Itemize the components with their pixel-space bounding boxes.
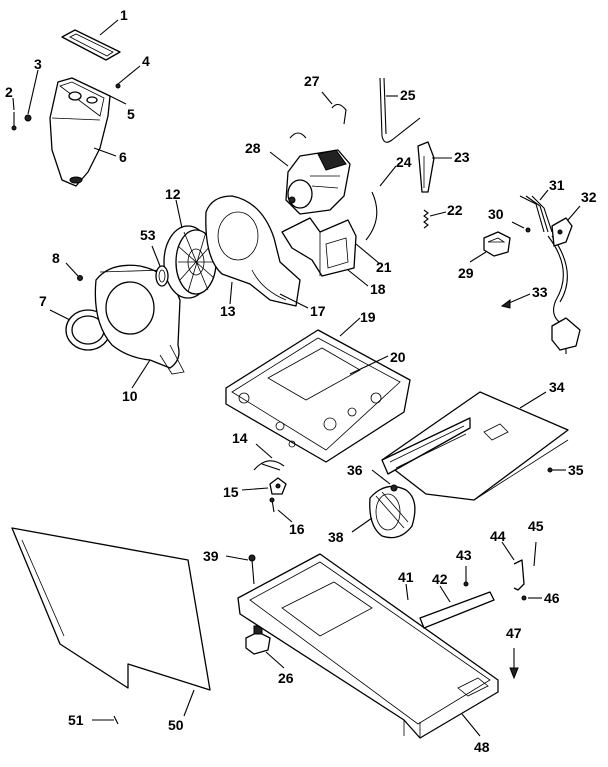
label-31: 31 <box>549 177 565 193</box>
label-6: 6 <box>119 149 127 165</box>
part-27-clip <box>331 103 347 125</box>
label-38: 38 <box>328 529 344 545</box>
part-34-access-panel <box>381 391 569 501</box>
label-32: 32 <box>581 189 597 205</box>
label-21: 21 <box>376 259 392 275</box>
label-36: 36 <box>347 462 363 478</box>
label-33: 33 <box>532 284 548 300</box>
part-48-base-frame <box>237 553 499 739</box>
label-23: 23 <box>454 149 470 165</box>
label-27: 27 <box>304 73 320 89</box>
part-39-screw <box>248 554 256 585</box>
part-2-screw <box>11 112 17 131</box>
label-30: 30 <box>488 206 504 222</box>
label-12: 12 <box>165 186 181 202</box>
label-15: 15 <box>223 484 239 500</box>
part-36-bearing <box>390 484 398 492</box>
part-22-spring <box>423 209 429 229</box>
label-50: 50 <box>168 717 184 733</box>
part-labels: 1 2 3 4 5 6 7 8 10 12 13 14 15 16 17 18 … <box>5 7 597 755</box>
label-22: 22 <box>447 202 463 218</box>
label-43: 43 <box>456 547 472 563</box>
label-10: 10 <box>122 388 138 404</box>
label-17: 17 <box>310 303 326 319</box>
label-34: 34 <box>549 379 565 395</box>
label-4: 4 <box>142 53 150 69</box>
part-25-wire <box>379 77 421 143</box>
part-32-terminal-block <box>551 217 573 247</box>
label-48: 48 <box>474 739 490 755</box>
label-53: 53 <box>140 227 156 243</box>
part-44-bracket <box>513 559 525 591</box>
label-35: 35 <box>568 462 584 478</box>
part-31-wire-harness <box>519 195 568 327</box>
label-2: 2 <box>5 84 13 100</box>
part-50-rear-panel <box>11 527 211 691</box>
part-3-screw <box>24 114 32 122</box>
label-24: 24 <box>396 154 412 170</box>
label-20: 20 <box>390 349 406 365</box>
part-14-bracket <box>253 460 285 471</box>
part-10-blower-housing <box>94 264 185 375</box>
part-18-motor-bracket <box>281 217 357 277</box>
label-3: 3 <box>34 56 42 72</box>
part-53-clamp <box>155 265 169 287</box>
label-28: 28 <box>245 140 261 156</box>
label-51: 51 <box>68 712 84 728</box>
label-41: 41 <box>398 569 414 585</box>
part-13-blower-cover <box>205 195 301 307</box>
label-42: 42 <box>432 571 448 587</box>
part-23-idler-arm <box>417 141 435 193</box>
part-6-lint-duct <box>49 77 111 187</box>
label-14: 14 <box>232 430 248 446</box>
part-15-pulley <box>269 477 287 495</box>
label-39: 39 <box>203 548 219 564</box>
part-16-screw <box>269 497 275 513</box>
label-26: 26 <box>278 670 294 686</box>
label-8: 8 <box>52 250 60 266</box>
label-45: 45 <box>528 518 544 534</box>
label-5: 5 <box>127 106 135 122</box>
part-33-power-cord <box>551 317 581 354</box>
label-47: 47 <box>506 625 522 641</box>
label-13: 13 <box>220 303 236 319</box>
label-7: 7 <box>39 293 47 309</box>
part-1-grille <box>61 29 121 61</box>
part-38-roller <box>369 485 416 539</box>
label-29: 29 <box>458 265 474 281</box>
label-25: 25 <box>400 87 416 103</box>
part-43-screw <box>463 566 469 587</box>
part-29-switch <box>483 231 511 257</box>
label-44: 44 <box>490 528 506 544</box>
part-12-blower-wheel <box>163 225 217 299</box>
part-19-base-plate <box>225 329 411 463</box>
label-18: 18 <box>370 281 386 297</box>
part-28-motor <box>285 132 351 215</box>
label-19: 19 <box>360 309 376 325</box>
label-16: 16 <box>289 521 305 537</box>
label-1: 1 <box>120 7 128 23</box>
label-46: 46 <box>544 590 560 606</box>
part-42-rail <box>419 591 495 629</box>
